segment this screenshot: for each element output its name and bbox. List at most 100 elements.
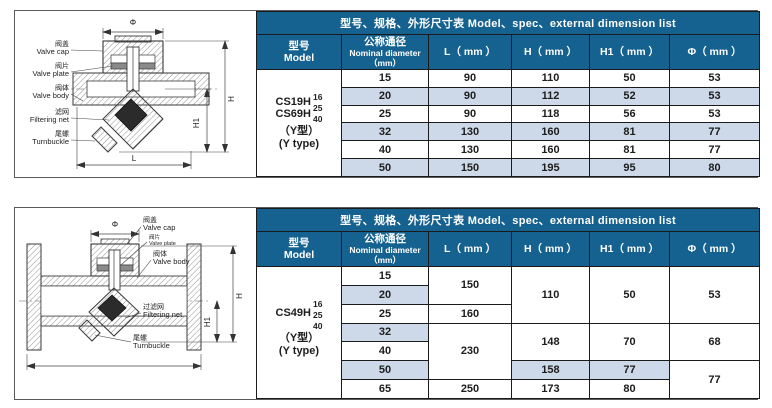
table-cell: 150 <box>428 158 512 177</box>
table-cell: 65 <box>341 379 429 399</box>
table-cell: 15 <box>341 266 429 286</box>
table-cell: 118 <box>511 104 590 124</box>
valve-plate-label-en: Valve plate <box>149 241 176 247</box>
valve-body-leader <box>70 93 84 102</box>
table-cell: 25 <box>341 104 429 124</box>
table-cell: 173 <box>511 379 590 399</box>
table-row: CS19H CS69H 16 25 40 （Y型） (Y type) 15 90 <box>256 69 761 177</box>
valve-cap-label-zh: 阀盖 <box>55 39 69 48</box>
table-cell: 160 <box>511 140 590 160</box>
filtering-net-label-zh: 过滤网 <box>143 302 164 311</box>
table-title: 型号、规格、外形尺寸表 Model、spec、external dimensio… <box>255 11 761 35</box>
table-cell: 110 <box>511 266 590 324</box>
model-name: CS49H <box>275 307 311 319</box>
col-dn-unit: （mm） <box>368 255 402 265</box>
table-cell: 77 <box>589 360 670 381</box>
table-row: 50 158 77 77 <box>257 360 761 399</box>
valve-cap-label-en: Valve cap <box>143 223 175 232</box>
table-cell: 53 <box>668 86 761 106</box>
col-dn-en: Nominal diameter <box>349 245 421 255</box>
table-cell: 80 <box>668 158 761 177</box>
col-dn-zh: 公称通径 <box>364 233 406 245</box>
valve-body-label-zh: 阀体 <box>153 249 167 258</box>
model-name: CS19H <box>275 95 311 108</box>
table-cell: 32 <box>341 122 429 142</box>
table-cell: 90 <box>428 86 512 106</box>
model-cell: CS49H 16 25 40 （Y型） (Y type) <box>256 266 342 399</box>
col-header-dn: 公称通径 Nominal diameter （mm） <box>341 231 429 267</box>
valve-cap-label-zh: 阀盖 <box>143 215 157 224</box>
flanged-trap-section: Φ H H1 阀盖 Valve cap 阀片 Valve plate 阀体 Va… <box>14 207 761 400</box>
table-cell: 20 <box>341 86 429 106</box>
model-type-zh: （Y型） <box>278 124 320 137</box>
model-name: CS69H <box>275 107 311 120</box>
valve-disc-shape <box>114 98 148 132</box>
h-dimension-label: H <box>227 96 236 102</box>
filtering-net-label-zh: 滤网 <box>55 107 69 116</box>
filtering-net-label-en: Filtering net <box>30 115 70 124</box>
threaded-trap-drawing: Φ H H1 L 阀盖 Valve cap 阀片 Valve plate 阀体 … <box>15 11 256 177</box>
model-cell: CS19H CS69H 16 25 40 （Y型） (Y type) <box>256 69 342 177</box>
valve-body-label-en: Valve body <box>153 257 190 266</box>
table-cell: 130 <box>428 140 512 160</box>
col-header-h1: H1（ mm ） <box>589 34 670 70</box>
table-cell: 80 <box>589 379 670 399</box>
table-cell: 95 <box>589 158 670 177</box>
valve-plate-label-en: Valve plate <box>32 69 69 78</box>
phi-dimension-label: Φ <box>130 18 136 27</box>
valve-body-leader <box>136 259 152 279</box>
col-model-en: Model <box>283 52 315 64</box>
table-cell: 81 <box>589 122 670 142</box>
model-pn: 25 <box>313 310 323 320</box>
table-cell: 195 <box>511 158 590 177</box>
turnbuckle-label-zh: 尾螺 <box>133 333 147 342</box>
col-header-l: L（ mm ） <box>428 34 512 70</box>
table-cell: 53 <box>668 266 761 324</box>
table-cell: 110 <box>511 69 590 88</box>
h-dimension-label: H <box>235 293 244 299</box>
table-cell: 112 <box>511 86 590 106</box>
turnbuckle-shape <box>78 319 101 342</box>
table-cell: 25 <box>341 303 429 324</box>
cap-top-step <box>100 238 130 245</box>
model-pn: 40 <box>313 113 323 124</box>
table-cell: 250 <box>428 379 512 399</box>
turnbuckle-label-en: Turnbuckle <box>32 137 69 146</box>
filtering-net-leader <box>70 117 110 121</box>
table-row: 50 150 195 95 80 <box>257 158 761 177</box>
table-cell: 20 <box>341 284 429 305</box>
spec-table-flanged: 型号、规格、外形尺寸表 Model、spec、external dimensio… <box>255 208 761 399</box>
filtering-net-label-en: Filtering net <box>143 310 183 319</box>
col-header-model: 型号 Model <box>256 34 342 70</box>
table-cell: 160 <box>511 122 590 142</box>
valve-plate-leader <box>70 65 114 73</box>
col-model-en: Model <box>283 249 315 261</box>
table-cell: 15 <box>341 69 429 88</box>
valve-body-label-en: Valve body <box>32 91 69 100</box>
table-title-row: 型号、规格、外形尺寸表 Model、spec、external dimensio… <box>255 208 761 232</box>
table-cell: 50 <box>341 360 429 381</box>
column-header-row: 型号 Model 公称通径 Nominal diameter （mm） L（ m… <box>256 231 761 267</box>
table-cell: 158 <box>511 360 590 381</box>
col-model-zh: 型号 <box>288 237 310 249</box>
col-header-dn: 公称通径 Nominal diameter （mm） <box>341 34 429 70</box>
col-header-h1: H1（ mm ） <box>589 231 670 267</box>
flanged-trap-drawing: Φ H H1 阀盖 Valve cap 阀片 Valve plate 阀体 Va… <box>15 208 256 399</box>
turnbuckle-leader <box>70 139 96 142</box>
filtering-net-leader <box>124 312 142 319</box>
table-cell: 53 <box>668 104 761 124</box>
model-type-en: (Y type) <box>278 345 320 357</box>
table-cell: 90 <box>428 69 512 88</box>
table-cell: 50 <box>341 158 429 177</box>
model-pn: 16 <box>313 299 323 309</box>
table-cell: 77 <box>668 360 761 399</box>
col-header-model: 型号 Model <box>256 231 342 267</box>
table-cell: 50 <box>589 69 670 88</box>
table-row: 40 130 160 81 77 <box>257 140 761 160</box>
turnbuckle-leader <box>94 334 132 343</box>
table-cell: 40 <box>341 140 429 160</box>
valve-plate-leader <box>120 241 148 266</box>
column-header-row: 型号 Model 公称通径 Nominal diameter （mm） L（ m… <box>256 34 761 70</box>
table-row: CS49H 16 25 40 （Y型） (Y type) 15 150 110 … <box>256 266 761 399</box>
valve-cap-label-en: Valve cap <box>37 47 69 56</box>
